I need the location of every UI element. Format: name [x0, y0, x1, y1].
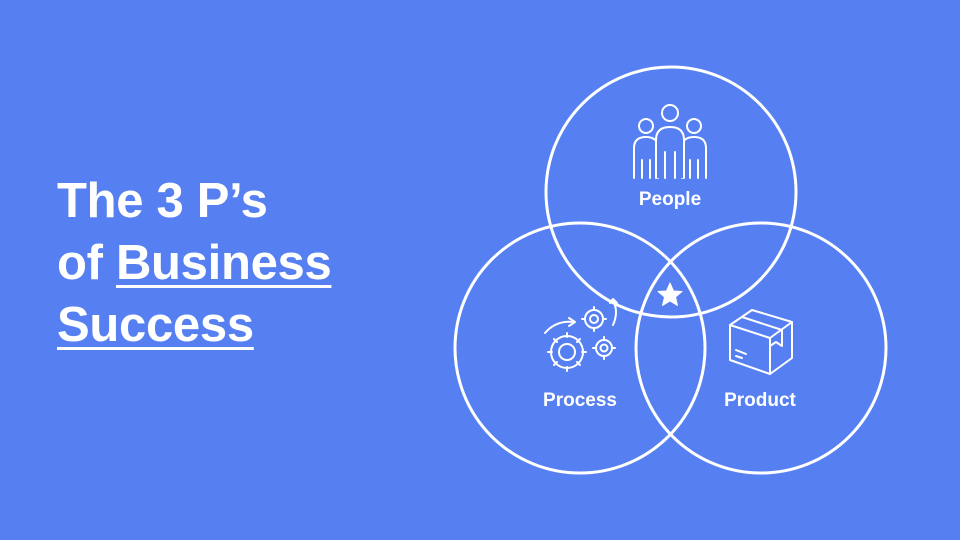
slide-title: The 3 P’s of Business Success: [57, 170, 332, 356]
venn-circle-product: [634, 221, 888, 475]
venn-label-process: Process: [543, 390, 617, 411]
gears-icon: [544, 298, 618, 372]
people-icon: [633, 104, 707, 179]
box-icon: [729, 309, 793, 375]
star-icon: [657, 282, 683, 306]
title-line-1: The 3 P’s: [57, 174, 268, 228]
venn-circle-process: [453, 221, 707, 475]
venn-label-product: Product: [724, 390, 796, 411]
title-line-2-prefix: of: [57, 236, 116, 290]
title-success-underlined: Success: [57, 298, 254, 352]
title-line-3: Success: [57, 294, 331, 356]
title-business-underlined: Business: [115, 236, 332, 290]
venn-circle-people: [544, 65, 798, 319]
venn-label-people: People: [639, 189, 701, 210]
title-line-2: of Business: [57, 232, 332, 294]
